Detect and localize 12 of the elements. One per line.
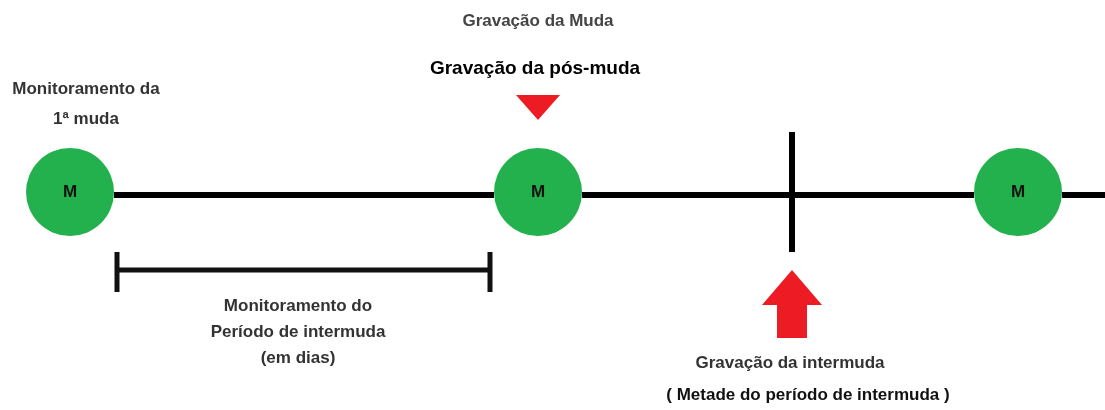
- annotation-text: Gravação da Muda: [461, 10, 615, 32]
- circle-label: M: [62, 182, 78, 202]
- timeline-line: [1062, 192, 1105, 198]
- circle-label: M: [530, 182, 546, 202]
- annotation-text: Gravação da intermuda: [694, 352, 886, 374]
- annotation-text: Monitoramento da 1ª muda: [11, 78, 161, 130]
- timeline-line: [582, 192, 974, 198]
- annotation-text: ( Metade do período de intermuda ): [665, 384, 951, 406]
- circle-label: M: [1010, 182, 1026, 202]
- annotation-text: Monitoramento do Período de intermuda (em dias): [209, 295, 387, 369]
- annotation-text: Gravação da pós-muda: [428, 57, 642, 79]
- timeline-line: [114, 192, 494, 198]
